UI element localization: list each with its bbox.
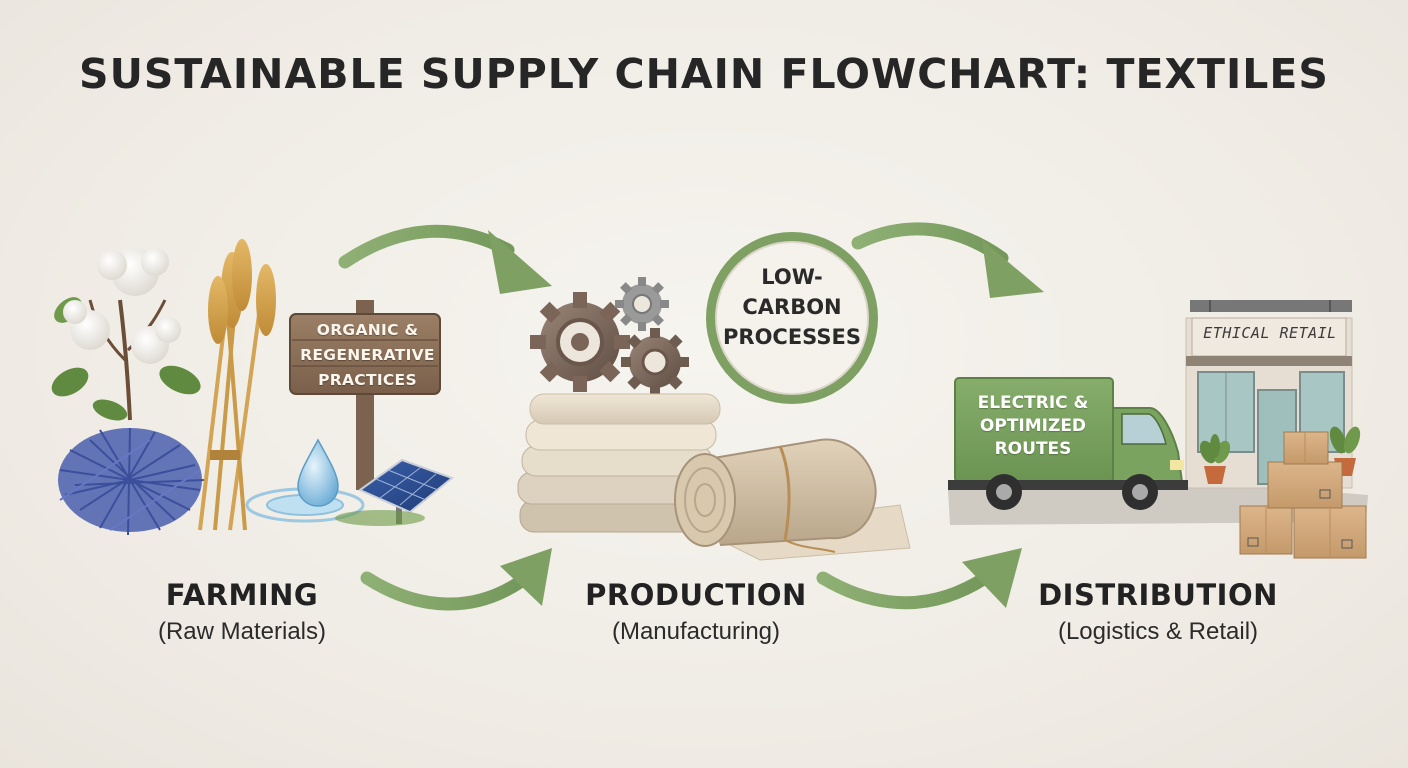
arrow-production-to-distribution-bottom	[816, 548, 1022, 610]
fabric-roll-icon	[674, 438, 911, 561]
stage-name: DISTRIBUTION	[1038, 578, 1278, 612]
stage-name: FARMING	[165, 578, 319, 612]
fiber-bundle-icon	[58, 427, 206, 536]
stage-subtitle: (Manufacturing)	[611, 618, 781, 645]
page-title: SUSTAINABLE SUPPLY CHAIN FLOWCHART: TEXT…	[79, 50, 1329, 98]
solar-panel-icon	[335, 458, 455, 526]
low-carbon-circle	[706, 232, 878, 404]
arrow-production-to-distribution-top	[851, 222, 1044, 298]
stage-subtitle: (Raw Materials)	[157, 618, 327, 645]
folded-fabric-icon	[517, 393, 721, 533]
electric-truck-icon	[948, 377, 1188, 510]
water-drop-icon	[245, 438, 365, 523]
wooden-sign-icon	[289, 300, 441, 490]
gears-icon	[530, 277, 689, 396]
boxes-icon	[1239, 431, 1367, 559]
wheat-icon	[198, 239, 276, 531]
farming-sign-text: ORGANIC & REGENERATIVE PRACTICES	[300, 321, 435, 389]
cotton-icon	[51, 248, 201, 421]
stage-production: PRODUCTION (Manufacturing)	[536, 578, 856, 646]
low-carbon-text: LOW- CARBON PROCESSES	[723, 265, 861, 349]
arrow-farming-to-production-top	[338, 224, 552, 294]
stage-name: PRODUCTION	[585, 578, 807, 612]
stage-farming: FARMING (Raw Materials)	[82, 578, 402, 646]
arrow-farming-to-production-bottom	[360, 548, 552, 611]
stage-subtitle: (Logistics & Retail)	[1057, 618, 1259, 645]
stage-distribution: DISTRIBUTION (Logistics & Retail)	[998, 578, 1318, 646]
truck-text: ELECTRIC & OPTIMIZED ROUTES	[977, 393, 1089, 459]
retail-sign-text: ETHICAL RETAIL	[1203, 324, 1337, 342]
